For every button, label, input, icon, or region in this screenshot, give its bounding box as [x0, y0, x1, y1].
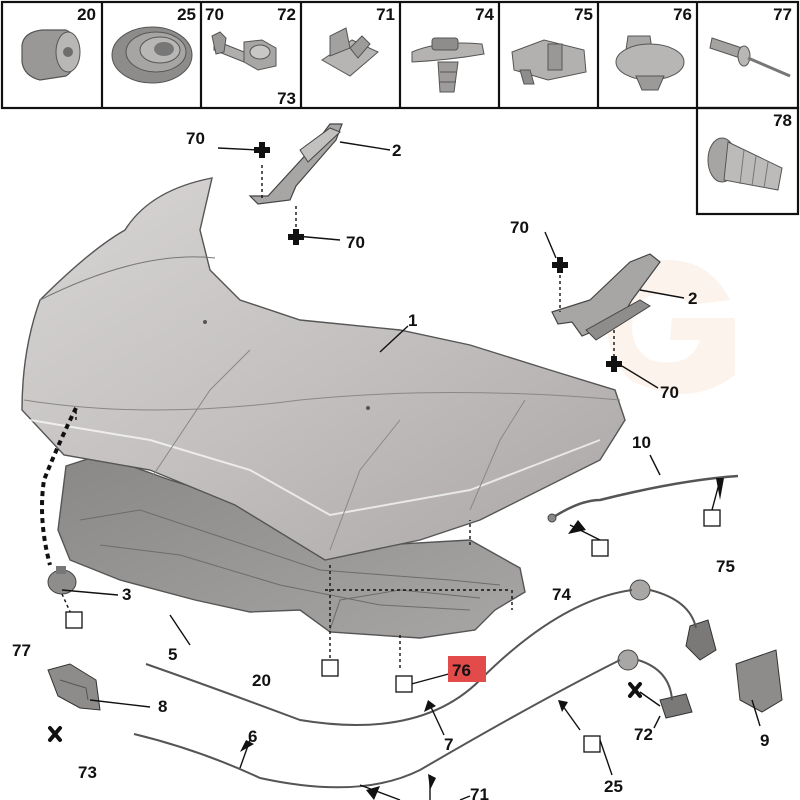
callout-71: 71 — [470, 785, 489, 800]
header-label-76: 76 — [673, 5, 692, 24]
callout-1: 1 — [408, 311, 417, 330]
highlight-box — [448, 656, 486, 682]
callout-10: 10 — [632, 433, 651, 452]
label-boxes — [65, 509, 721, 753]
cable-bracket-72 — [659, 693, 693, 719]
header-label-71: 71 — [376, 5, 395, 24]
push-rivet-icon — [615, 35, 685, 91]
screw-grommet-icon — [707, 137, 783, 191]
callout-9: 9 — [760, 731, 769, 750]
callout-70-right-top: 70 — [510, 218, 529, 237]
seal-strip — [40, 407, 78, 566]
callout-75: 75 — [716, 557, 735, 576]
header-label-20: 20 — [77, 5, 96, 24]
blind-rivet-icon — [709, 37, 791, 78]
bolt-icon — [211, 31, 277, 71]
cap-nut-icon — [21, 29, 81, 81]
cross-markers — [48, 682, 642, 742]
prop-rod-end — [547, 513, 557, 523]
header-label-70: 70 — [205, 5, 224, 24]
hood-panel — [21, 177, 626, 561]
cable-grommet — [617, 649, 639, 671]
header-label-77: 77 — [773, 5, 792, 24]
header-label-72: 72 — [277, 5, 296, 24]
callout-7: 7 — [444, 735, 453, 754]
callout-70-right-bottom: 70 — [660, 383, 679, 402]
cable-grommet — [629, 579, 651, 601]
release-handle — [685, 619, 783, 713]
callout-77: 77 — [12, 641, 31, 660]
hood-lock — [47, 663, 101, 711]
header-label-73: 73 — [277, 89, 296, 108]
clip-nut-icon — [321, 27, 379, 77]
callout-6: 6 — [248, 727, 257, 746]
callout-20: 20 — [252, 671, 271, 690]
rod-clip-icon — [511, 39, 587, 85]
callout-8: 8 — [158, 697, 167, 716]
callout-2-left: 2 — [392, 141, 401, 160]
header-label-78: 78 — [773, 111, 792, 130]
callout-2-right: 2 — [688, 289, 697, 308]
fastener-markers — [254, 142, 622, 372]
callout-72: 72 — [634, 725, 653, 744]
callout-3: 3 — [122, 585, 131, 604]
callout-70-mid: 70 — [346, 233, 365, 252]
hinge-left — [248, 123, 343, 205]
fir-tree-clip-icon — [411, 37, 485, 93]
callout-5: 5 — [168, 645, 177, 664]
callout-70-top: 70 — [186, 129, 205, 148]
release-cables — [133, 589, 697, 789]
callout-25: 25 — [604, 777, 623, 796]
header-label-75: 75 — [574, 5, 593, 24]
parts-header-grid — [0, 0, 800, 216]
hinge-right — [551, 253, 661, 341]
header-label-25: 25 — [177, 5, 196, 24]
hood-buffer — [47, 566, 77, 595]
callout-74: 74 — [552, 585, 571, 604]
arrowheads — [240, 478, 724, 800]
grommet-icon — [111, 26, 193, 84]
callout-76: 76 — [452, 661, 471, 680]
leader-lines — [61, 141, 761, 800]
header-label-74: 74 — [475, 5, 494, 24]
hood-prop-rod — [551, 474, 739, 520]
callout-73: 73 — [78, 763, 97, 782]
